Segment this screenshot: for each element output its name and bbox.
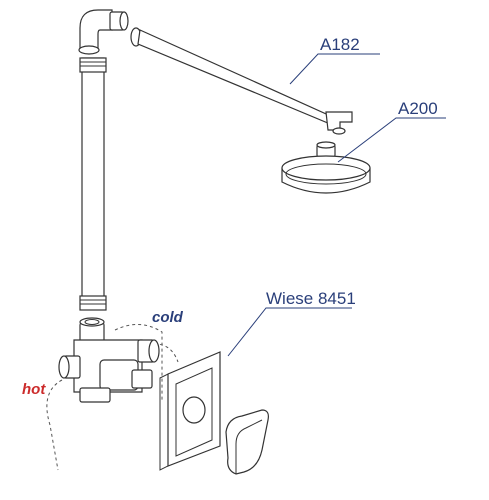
shower-arm-a182 — [130, 27, 353, 135]
top-elbow — [78, 9, 129, 55]
shower-head-a200 — [281, 141, 371, 194]
label-a182: A182 — [320, 35, 360, 54]
lever-handle — [225, 409, 269, 475]
label-a200: A200 — [398, 99, 438, 118]
label-cold: cold — [152, 309, 184, 326]
cover-plate — [159, 351, 221, 471]
mixer-body — [46, 317, 179, 471]
leaders — [227, 53, 446, 357]
label-hot: hot — [22, 381, 46, 398]
label-wiese-8451: Wiese 8451 — [266, 289, 356, 308]
riser-pipe — [79, 57, 107, 311]
